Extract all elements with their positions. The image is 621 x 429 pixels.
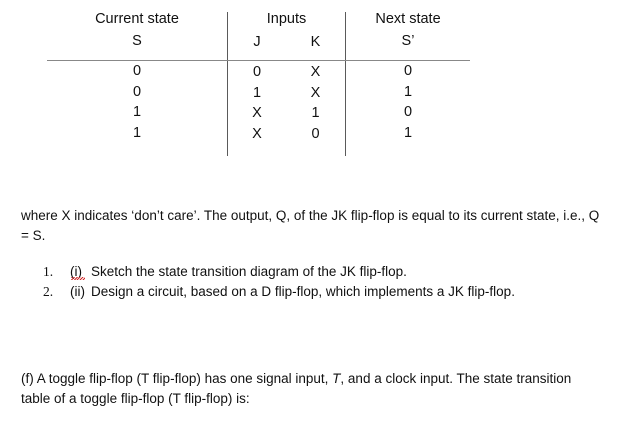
jk-flip-flop-truth-table: Current state S 0 0 1 1 Inputs J 0 1 X X… [0,0,621,165]
cell-j-row-2: X [252,105,262,121]
table-divider-left [227,12,228,156]
cell-s-row-3: 1 [132,124,142,141]
cell-j-row-3: X [252,125,262,142]
list-roman-1: (i) [70,264,82,279]
next-rule-gap [346,52,470,61]
truth-table-grid: Current state S 0 0 1 1 Inputs J 0 1 X X… [47,8,470,158]
header-current-state-symbol: S [132,33,142,49]
header-input-j: J [253,34,261,50]
cell-snext-row-3: 1 [403,124,413,141]
list-roman-2: (ii) [70,283,85,299]
cell-j-row-0: 0 [252,64,262,80]
spellcheck-underline-icon [71,277,85,280]
column-next-state: Next state S’ 0 1 0 1 [346,8,470,143]
cell-s-row-2: 1 [132,104,142,120]
list-text-1: Sketch the state transition diagram of t… [91,264,407,279]
cell-k-row-1: X [310,84,321,101]
table-header-rule [47,60,470,61]
cell-j-row-1: 1 [252,84,262,101]
header-inputs: Inputs [266,11,307,27]
toggle-signal-symbol: T [332,371,341,386]
column-input-j: J 0 1 X X [228,31,286,144]
cell-k-row-2: 1 [311,105,320,121]
cell-k-row-0: X [310,64,321,80]
toggle-intro-part2: , and a clock input. The state transitio… [21,371,572,406]
column-input-k: K X X 1 0 [286,31,345,144]
list-item: 2. (ii) Design a circuit, based on a D f… [21,282,581,302]
cell-k-row-3: 0 [311,125,320,142]
list-text-2: Design a circuit, based on a D flip-flop… [91,283,515,299]
toggle-intro-part1: (f) A toggle flip-flop (T flip-flop) has… [21,371,333,386]
cell-snext-row-1: 1 [403,83,413,100]
header-next-state-symbol: S’ [401,33,415,49]
header-next-state: Next state [375,11,441,27]
list-marker-1: 1. [43,264,54,279]
dont-care-explanation: where X indicates ‘don’t care’. The outp… [21,208,600,243]
list-marker-2: 2. [43,283,54,299]
cell-s-row-1: 0 [132,83,142,100]
column-current-state: Current state S 0 0 1 1 [47,8,227,143]
k-rule-gap [286,53,345,62]
cell-s-row-0: 0 [132,63,142,79]
cell-snext-row-2: 0 [403,104,413,120]
toggle-flip-flop-intro: (f) A toggle flip-flop (T flip-flop) has… [21,369,591,408]
header-input-k: K [310,34,321,50]
table-divider-right [345,12,346,156]
header-current-state: Current state [95,11,179,27]
j-rule-gap [228,53,286,62]
column-inputs-group: Inputs [228,8,345,30]
list-item: 1. (i) Sketch the state transition diagr… [21,262,581,282]
question-list: 1. (i) Sketch the state transition diagr… [21,262,581,301]
cell-snext-row-0: 0 [403,63,413,79]
header-rule-gap [47,52,227,61]
